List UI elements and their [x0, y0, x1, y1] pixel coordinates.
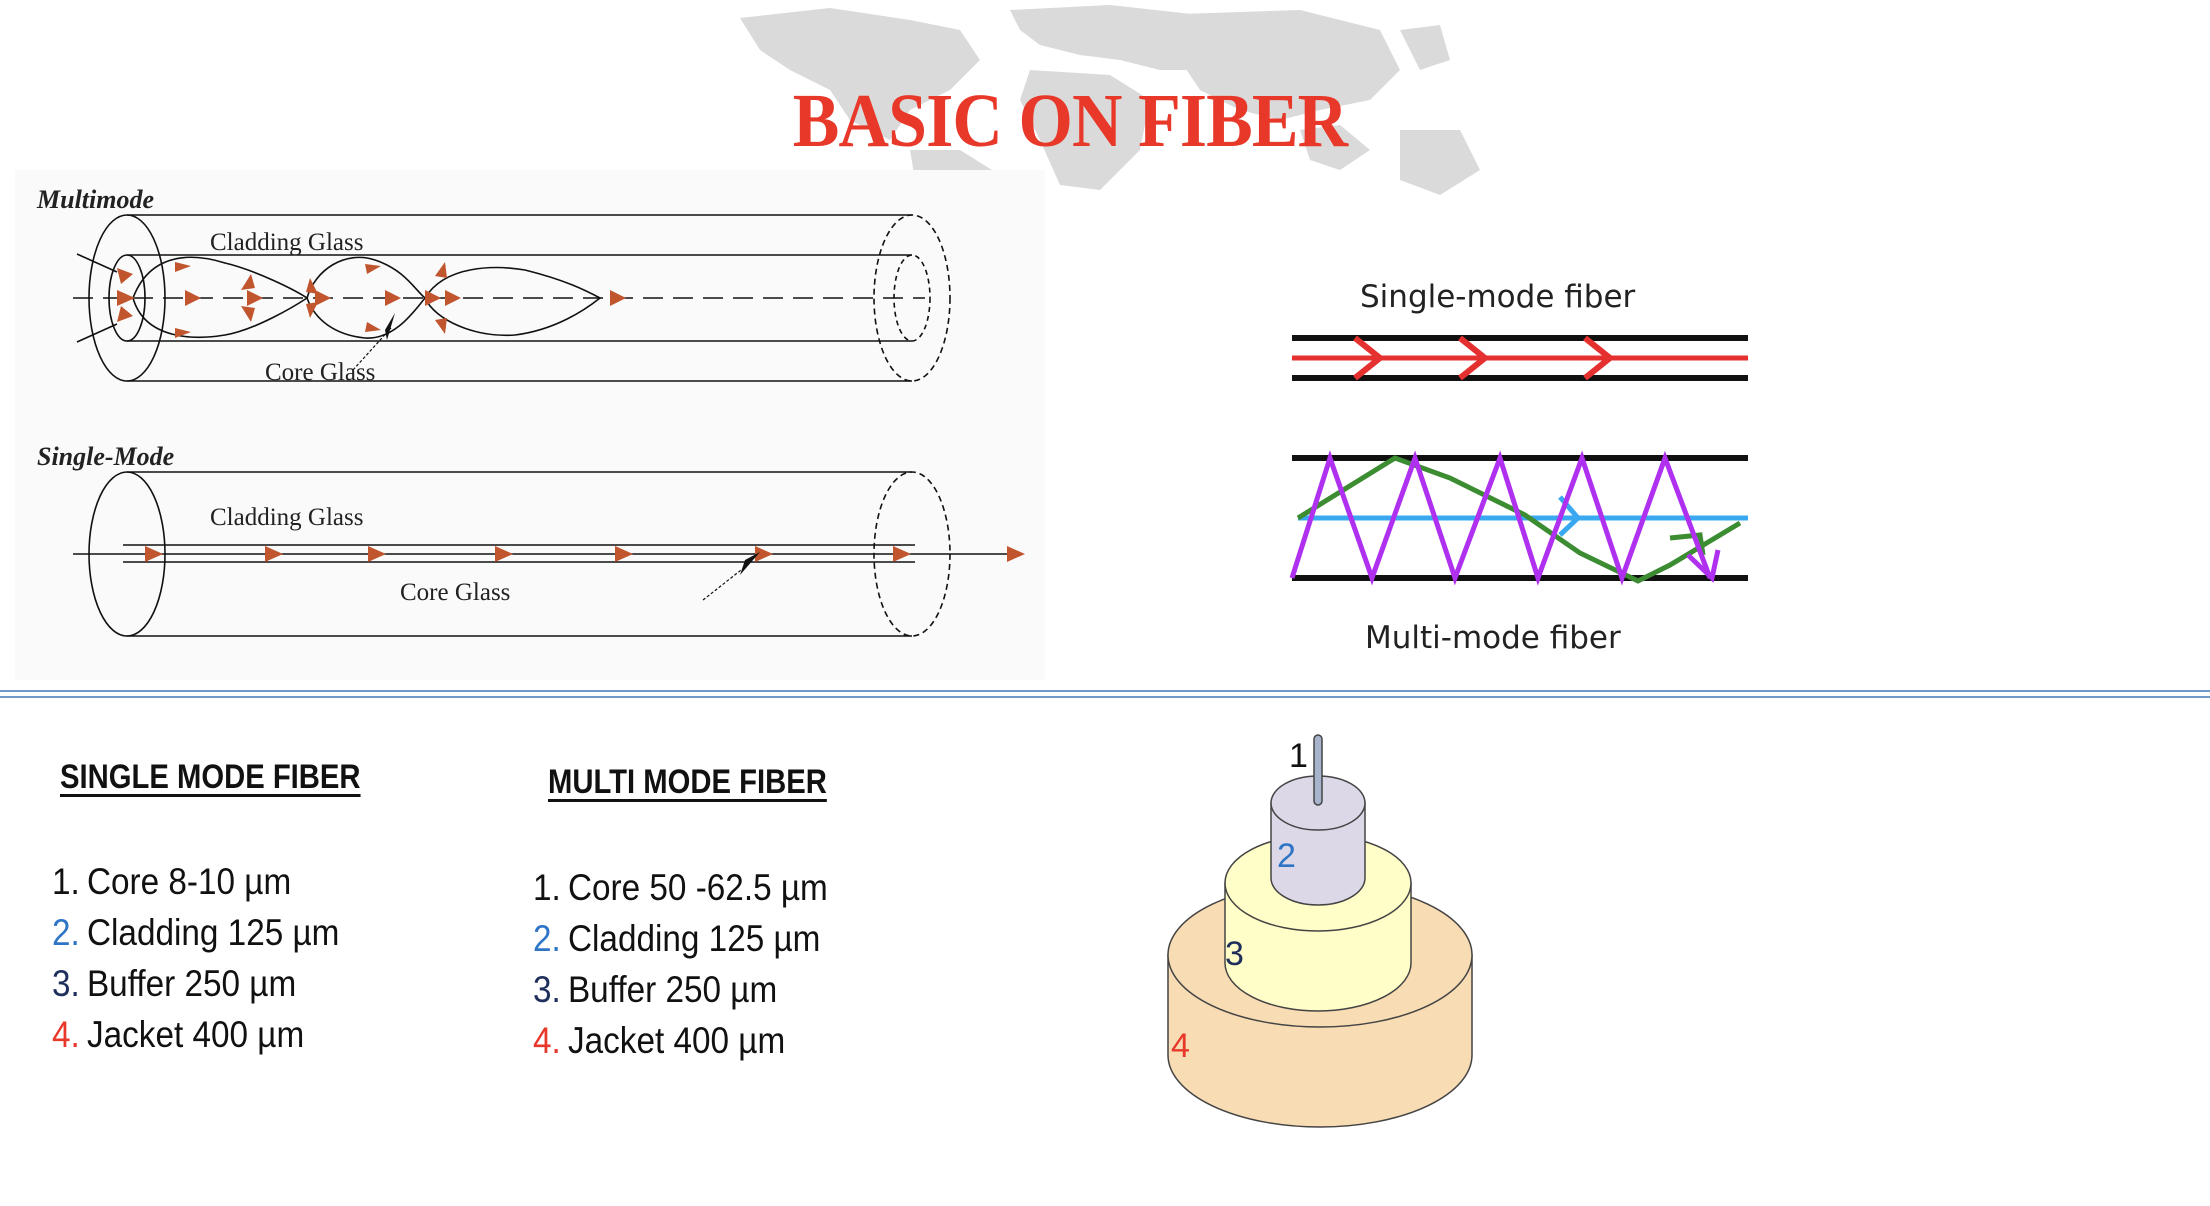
item-number: 1. — [52, 861, 80, 902]
singlemode-fiber-cylinder — [73, 471, 1015, 637]
item-text: Buffer 250 µm — [86, 963, 297, 1004]
item-text: Jacket 400 µm — [567, 1020, 786, 1061]
item-number: 2. — [52, 912, 80, 953]
list-item: 3.Buffer 250 µm — [533, 964, 828, 1015]
multi-mode-fiber-lines — [1289, 450, 1748, 586]
item-number: 4. — [52, 1014, 80, 1055]
item-text: Cladding 125 µm — [86, 912, 340, 953]
layer-label-4: 4 — [1171, 1027, 1190, 1065]
fiber-propagation-diagram: Multimode Cladding — [15, 170, 1045, 680]
item-number: 3. — [533, 969, 561, 1010]
list-item: 4.Jacket 400 µm — [533, 1015, 828, 1066]
list-item: 2.Cladding 125 µm — [52, 907, 339, 958]
singlemode-label: Single-Mode — [37, 442, 174, 471]
item-number: 1. — [533, 867, 561, 908]
item-text: Jacket 400 µm — [86, 1014, 305, 1055]
layer-label-2: 2 — [1277, 837, 1296, 875]
multi-mode-heading: MULTI MODE FIBER — [548, 763, 827, 801]
section-divider — [0, 690, 2210, 692]
list-item: 4.Jacket 400 µm — [52, 1009, 339, 1060]
list-item: 2.Cladding 125 µm — [533, 913, 828, 964]
world-map-background — [740, 5, 1480, 210]
cladding-layer — [1270, 775, 1366, 906]
multimode-fiber-cylinder — [73, 214, 951, 382]
item-number: 2. — [533, 918, 561, 959]
core-pointer-arrow — [385, 313, 395, 340]
multimode-core-label: Core Glass — [265, 359, 375, 386]
multimode-ray-arrows — [117, 262, 626, 338]
item-number: 4. — [533, 1020, 561, 1061]
fiber-layer-diagram: 1 2 3 4 — [1140, 715, 1480, 1165]
section-divider — [0, 696, 2210, 698]
core-layer — [1313, 734, 1323, 806]
item-text: Core 50 -62.5 µm — [567, 867, 828, 908]
list-item: 1.Core 50 -62.5 µm — [533, 862, 828, 913]
single-mode-fiber-lines — [1292, 335, 1748, 381]
multimode-cladding-label: Cladding Glass — [210, 229, 363, 256]
mode-comparison-diagram: Single-mode fiber Multi-mode fiber — [1270, 265, 1790, 665]
core-pointer-arrow — [740, 552, 760, 575]
item-text: Buffer 250 µm — [567, 969, 778, 1010]
singlemode-cladding-label: Cladding Glass — [210, 504, 363, 531]
single-mode-spec-list: 1.Core 8-10 µm 2.Cladding 125 µm 3.Buffe… — [52, 856, 339, 1060]
singlemode-ray-arrows — [145, 546, 1025, 562]
item-number: 3. — [52, 963, 80, 1004]
multimode-label: Multimode — [36, 185, 154, 214]
multi-mode-spec-list: 1.Core 50 -62.5 µm 2.Cladding 125 µm 3.B… — [533, 862, 828, 1066]
item-text: Cladding 125 µm — [567, 918, 821, 959]
singlemode-core-label: Core Glass — [400, 579, 510, 606]
single-mode-heading: SINGLE MODE FIBER — [60, 758, 361, 796]
item-text: Core 8-10 µm — [86, 861, 292, 902]
single-mode-fiber-label: Single-mode fiber — [1360, 279, 1636, 315]
layer-label-1: 1 — [1289, 737, 1308, 775]
multi-mode-fiber-label: Multi-mode fiber — [1365, 620, 1621, 656]
list-item: 3.Buffer 250 µm — [52, 958, 339, 1009]
list-item: 1.Core 8-10 µm — [52, 856, 339, 907]
page-title: BASIC ON FIBER — [792, 79, 1348, 163]
layer-label-3: 3 — [1225, 935, 1244, 973]
